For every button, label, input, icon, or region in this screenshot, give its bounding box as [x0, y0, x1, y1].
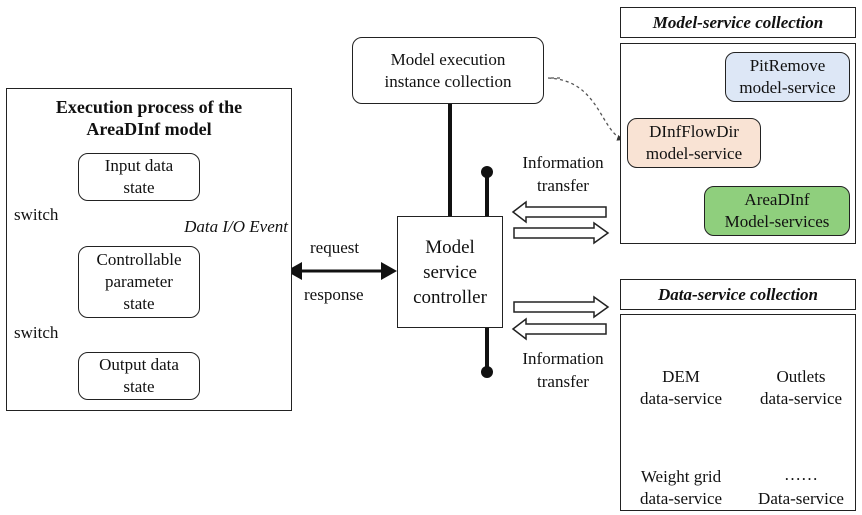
data-item-dem-line2: data-service: [639, 389, 723, 408]
state-parameter-line2: parameter: [105, 272, 173, 291]
data-item-weight-line1: Weight grid: [640, 467, 722, 486]
data-item-weight-line2: data-service: [639, 489, 723, 508]
dinfflowdir-line2: model-service: [645, 144, 743, 163]
instance-line2: instance collection: [384, 71, 512, 91]
data-collection-header-text: Data-service collection: [657, 284, 819, 304]
request-response-arrow: [286, 262, 397, 280]
model-node-dinfflowdir[interactable]: DInfFlowDir model-service: [627, 118, 761, 168]
model-execution-instance-collection[interactable]: Model execution instance collection: [352, 37, 544, 104]
state-parameter-line3: state: [123, 294, 155, 313]
execution-process-title-line2: AreaDInf model: [86, 119, 212, 139]
data-item-dem-line1: DEM: [662, 367, 700, 386]
controller-line2: service: [423, 261, 477, 283]
data-item-more-line1: ……: [784, 465, 818, 484]
instance-to-model-dotted-arrow: [547, 77, 625, 141]
data-item-more-line2: Data-service: [758, 489, 844, 508]
data-collection-header: Data-service collection: [620, 279, 856, 310]
controller-line3: controller: [413, 286, 487, 308]
data-item-outlets-line2: data-service: [759, 389, 843, 408]
data-collection-panel: [620, 314, 856, 511]
state-output-data[interactable]: Output data state: [78, 352, 200, 400]
state-output-line2: state: [123, 377, 155, 396]
controller-line1: Model: [425, 236, 475, 258]
data-io-event-label: Data I/O Event: [184, 217, 288, 236]
pitremove-line2: model-service: [739, 78, 836, 97]
info-transfer-bottom-line2: transfer: [537, 372, 589, 391]
state-controllable-parameter[interactable]: Controllable parameter state: [78, 246, 200, 318]
model-node-areadinf[interactable]: AreaDInf Model-services: [704, 186, 850, 236]
dinfflowdir-line1: DInfFlowDir: [649, 122, 739, 141]
model-collection-header-text: Model-service collection: [652, 12, 824, 32]
state-parameter-line1: Controllable: [96, 250, 182, 269]
state-input-line1: Input data: [104, 156, 174, 175]
info-transfer-top-arrows: [511, 200, 610, 245]
info-transfer-top-line2: transfer: [537, 176, 589, 195]
state-output-line1: Output data: [99, 355, 179, 374]
model-node-pitremove[interactable]: PitRemove model-service: [725, 52, 850, 102]
data-item-outlets-line1: Outlets: [776, 367, 826, 386]
info-transfer-bottom-line1: Information: [522, 349, 604, 368]
switch-label-2: switch: [14, 323, 59, 342]
pitremove-line1: PitRemove: [749, 56, 826, 75]
instance-line1: Model execution: [390, 49, 506, 69]
state-input-line2: state: [123, 178, 155, 197]
response-label: response: [304, 285, 364, 304]
areadinf-line2: Model-services: [724, 212, 830, 231]
execution-process-title-line1: Execution process of the: [55, 97, 243, 117]
state-input-data[interactable]: Input data state: [78, 153, 200, 201]
request-label: request: [310, 238, 360, 257]
model-service-controller[interactable]: Model service controller: [397, 216, 503, 328]
info-transfer-top-line1: Information: [522, 153, 604, 172]
model-collection-header: Model-service collection: [620, 7, 856, 38]
switch-label-1: switch: [14, 205, 59, 224]
areadinf-line1: AreaDInf: [744, 190, 810, 209]
info-transfer-bottom-arrows: [511, 295, 610, 341]
